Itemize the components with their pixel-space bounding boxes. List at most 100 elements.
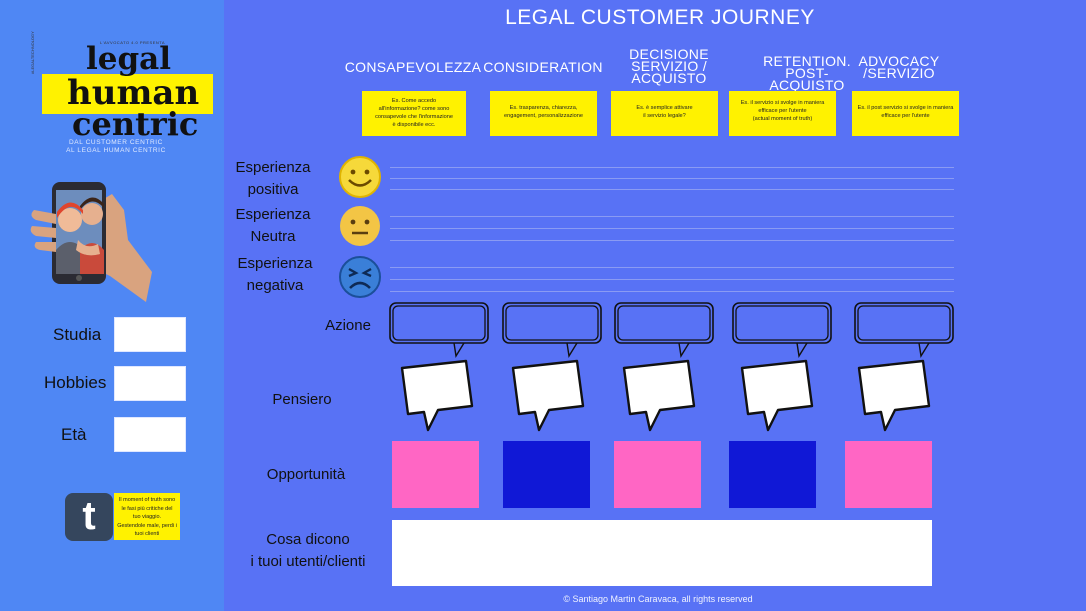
opportunity-box-4[interactable] <box>729 441 816 508</box>
note-line: le fasi più critiche del <box>121 505 173 512</box>
stage-note-advocacy: Es. il post servizio si svolge in manier… <box>852 91 959 136</box>
opportunity-box-1[interactable] <box>392 441 479 508</box>
grid-line <box>390 267 954 268</box>
stage-label: POST-ACQUISTO <box>769 65 845 93</box>
action-bubble-4[interactable] <box>731 300 833 358</box>
grid-line <box>390 178 954 179</box>
sidebar: L'AVVOCATO 4.0 PRESENTA #LEGALTECHNOLOGY… <box>0 0 224 611</box>
stage-consapevolezza: CONSAPEVOLEZZA <box>344 59 482 75</box>
stage-label: RETENTION. <box>763 53 851 69</box>
grid-line <box>390 240 954 241</box>
action-bubble-5[interactable] <box>853 300 955 358</box>
note-line: Il moment of truth sono <box>118 497 176 503</box>
note-line: Es. trasparenza, chiarezza, <box>509 105 578 111</box>
note-line: Gestendole male, perdi i <box>117 522 177 529</box>
eta-input[interactable] <box>114 417 186 452</box>
row-label-line: i tuoi utenti/clienti <box>250 553 366 570</box>
note-line: Es. il post servizio si svolge in manier… <box>857 105 954 111</box>
moment-of-truth-note: Il moment of truth sono le fasi più crit… <box>114 493 180 540</box>
logo-subtitle-1: DAL CUSTOMER CENTRIC <box>69 139 163 146</box>
row-label-negativa: Esperienza negativa <box>228 253 322 297</box>
smiley-happy-icon <box>339 156 381 198</box>
tumblr-icon[interactable]: t <box>65 493 113 541</box>
smiley-angry-icon <box>339 256 381 298</box>
stage-label: DECISIONE <box>629 46 709 62</box>
row-label-line: Esperienza <box>235 159 311 176</box>
field-label-eta: Età <box>61 425 87 444</box>
note-line: efficace per l'utente <box>758 108 807 114</box>
user-quotes-area[interactable] <box>392 520 932 586</box>
grid-line <box>390 279 954 280</box>
note-line: all'informazione? come sono <box>378 106 450 112</box>
row-label-azione: Azione <box>325 317 371 334</box>
thought-bubble-1[interactable] <box>398 358 476 434</box>
note-line: Es. Come accedo <box>391 98 437 104</box>
row-label-pensiero: Pensiero <box>272 391 332 408</box>
row-label-line: Cosa dicono <box>266 531 350 548</box>
note-line: è disponibile ecc. <box>392 122 436 128</box>
note-line: tuoi clienti <box>134 531 160 538</box>
field-label-studia: Studia <box>53 325 102 344</box>
note-line: engagement, personalizzazione <box>504 113 583 119</box>
stage-label: ADVOCACY <box>858 53 940 69</box>
logo-word-centric: centric <box>72 105 199 143</box>
studia-input[interactable] <box>114 317 186 352</box>
stage-retention: RETENTION. POST-ACQUISTO <box>748 53 866 93</box>
stage-note-consapevolezza: Es. Come accedo all'informazione? come s… <box>362 91 466 136</box>
note-line: consapevole che l'informazione <box>375 114 453 120</box>
smiley-neutral-icon <box>340 206 380 246</box>
row-label-cosa-dicono: Cosa dicono i tuoi utenti/clienti <box>238 529 378 573</box>
stage-note-consideration: Es. trasparenza, chiarezza, engagement, … <box>490 91 597 136</box>
grid-line <box>390 189 954 190</box>
stage-label: ACQUISTO <box>631 70 707 86</box>
note-line: Es. è semplice attivare <box>636 105 693 111</box>
stage-label: CONSAPEVOLEZZA <box>344 59 482 75</box>
logo-subtitle-2: AL LEGAL HUMAN CENTRIC <box>66 147 166 154</box>
phone-hand-illustration <box>28 180 153 305</box>
logo-tagline: L'AVVOCATO 4.0 PRESENTA <box>100 40 166 45</box>
logo-highlight <box>42 74 213 114</box>
row-label-line: Esperienza <box>235 206 311 223</box>
thought-bubble-4[interactable] <box>738 358 816 434</box>
thought-bubble-5[interactable] <box>855 358 933 434</box>
thought-bubble-2[interactable] <box>509 358 587 434</box>
action-bubble-3[interactable] <box>613 300 715 358</box>
row-label-opportunita: Opportunità <box>266 466 346 483</box>
copyright-footer: © Santiago Martin Caravaca, all rights r… <box>563 594 753 604</box>
action-bubble-2[interactable] <box>501 300 603 358</box>
thought-bubble-3[interactable] <box>620 358 698 434</box>
grid-line <box>390 228 954 229</box>
row-label-line: Neutra <box>250 228 296 245</box>
opportunity-box-2[interactable] <box>503 441 590 508</box>
note-line: Es. il servizio si svolge in maniera <box>740 100 825 106</box>
action-bubble-1[interactable] <box>388 300 490 358</box>
stage-advocacy: ADVOCACY /SERVIZIO <box>858 53 940 81</box>
grid-line <box>390 167 954 168</box>
row-label-positiva: Esperienza positiva <box>228 157 318 201</box>
stage-note-decisione: Es. è semplice attivare il servizio lega… <box>611 91 718 136</box>
row-label-line: positiva <box>247 181 299 198</box>
logo-side-text: #LEGALTECHNOLOGY <box>30 31 35 74</box>
field-label-hobbies: Hobbies <box>44 373 107 392</box>
row-label-line: Esperienza <box>237 255 313 272</box>
stage-label: CONSIDERATION <box>483 59 603 75</box>
note-line: efficace per l'utente <box>881 113 930 119</box>
hobbies-input[interactable] <box>114 366 186 401</box>
page-title: LEGAL CUSTOMER JOURNEY <box>505 6 815 29</box>
grid-line <box>390 216 954 217</box>
opportunity-box-3[interactable] <box>614 441 701 508</box>
stage-note-retention: Es. il servizio si svolge in maniera eff… <box>729 91 836 136</box>
grid-line <box>390 291 954 292</box>
stage-label: /SERVIZIO <box>863 65 935 81</box>
stage-label: SERVIZIO / <box>631 58 707 74</box>
logo-word-human: human <box>67 73 200 113</box>
note-line: (actual moment of truth) <box>752 116 813 122</box>
row-label-line: negativa <box>246 277 304 294</box>
row-label-neutra: Esperienza Neutra <box>228 204 318 248</box>
note-line: il servizio legale? <box>643 113 686 119</box>
stage-consideration: CONSIDERATION <box>482 59 604 75</box>
stage-decisione: DECISIONE SERVIZIO / ACQUISTO <box>620 46 718 86</box>
logo-word-legal: legal <box>86 41 172 77</box>
opportunity-box-5[interactable] <box>845 441 932 508</box>
note-line: tuo viaggio. <box>132 514 162 521</box>
